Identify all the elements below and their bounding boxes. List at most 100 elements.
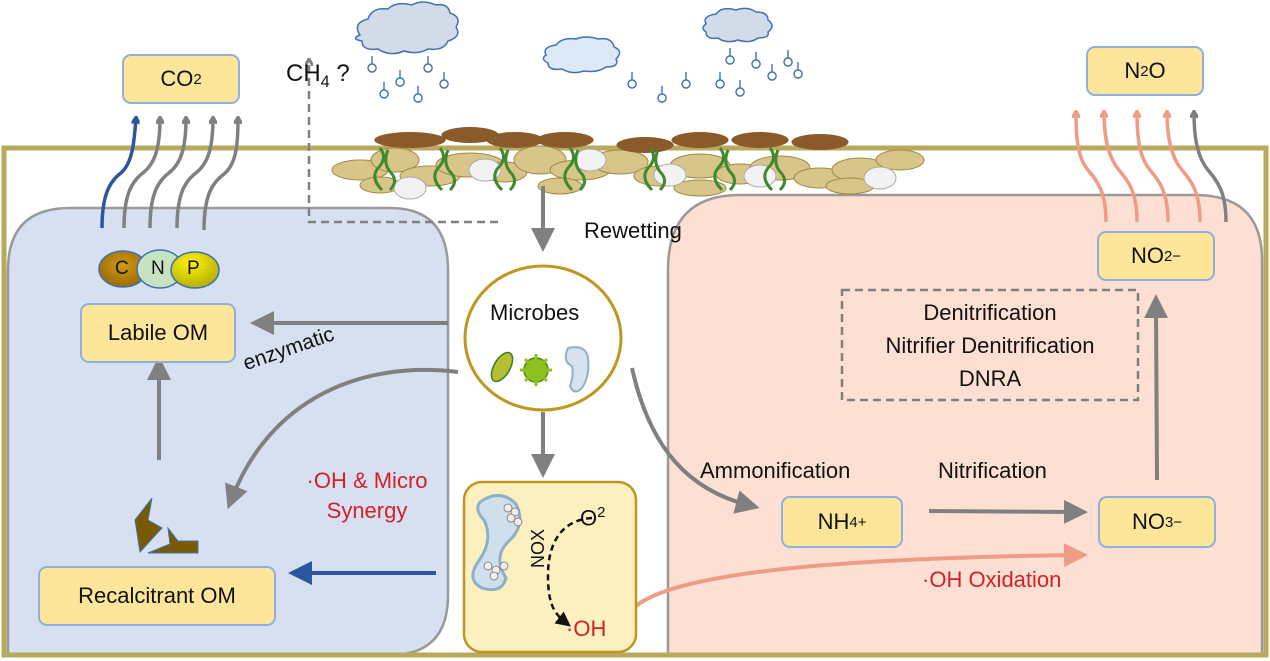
root-hair xyxy=(493,147,517,192)
raindrop xyxy=(627,72,637,89)
arrow-oh-oxidation xyxy=(634,543,1088,608)
nh4-sup: + xyxy=(857,513,867,531)
n2o-arrows-salmon xyxy=(1076,112,1202,223)
arrow-nitrification xyxy=(928,499,1088,524)
organic-litter xyxy=(374,132,446,148)
raindrop xyxy=(735,80,745,97)
co2-label: CO xyxy=(160,66,194,91)
soil-pebble xyxy=(863,166,897,190)
organic-litter xyxy=(791,134,849,150)
organic-litter xyxy=(671,132,729,148)
microbes-circle xyxy=(463,264,623,412)
co2-subscript: 2 xyxy=(193,70,202,88)
cnp-icon xyxy=(98,249,220,289)
synergy-line-2: Synergy xyxy=(326,498,408,523)
rewetting-label: Rewetting xyxy=(584,218,682,243)
ch4-base: CH xyxy=(286,60,321,87)
no2-sub: 2 xyxy=(1163,247,1173,265)
soil-pebble xyxy=(468,158,502,182)
soil-surface-illustration xyxy=(331,127,925,200)
recalcitrant-om-icon xyxy=(134,497,163,554)
raindrop xyxy=(725,48,735,65)
n2o-arrow-gray xyxy=(1194,112,1228,223)
co2-arrow-blue xyxy=(100,118,136,229)
labile-om-label: Labile OM xyxy=(107,320,209,345)
microbes-label: Microbes xyxy=(490,300,580,325)
synergy-line-1: ·OH & Micro xyxy=(306,468,428,493)
oh-oxidation-label: ·OH Oxidation xyxy=(922,567,1062,592)
soil-pebble xyxy=(743,164,777,188)
raindrop xyxy=(367,56,377,73)
ch4-sub: 4 xyxy=(320,72,330,91)
no3-base: NO xyxy=(1131,509,1165,534)
process-denitrification: Denitrification xyxy=(923,300,1057,325)
labile-om-box: Labile OM xyxy=(80,303,236,363)
raindrop xyxy=(423,56,433,73)
n-processes-list: Denitrification Nitrifier Denitrificatio… xyxy=(842,296,1138,395)
raindrop xyxy=(657,86,667,103)
cnp-c-label: C xyxy=(115,258,129,279)
o2-label: O2 xyxy=(580,504,605,531)
soil-particle xyxy=(673,179,727,197)
nox-label: NOX xyxy=(528,528,548,568)
raindrop xyxy=(439,72,449,89)
raindrop xyxy=(395,70,405,87)
raindrop xyxy=(681,72,691,89)
oh-micro-synergy-label: ·OH & Micro Synergy xyxy=(282,466,452,526)
raindrop xyxy=(793,62,803,79)
soil-particle xyxy=(875,149,925,171)
ch4-label: CH4 ? xyxy=(286,60,350,92)
raindrop-icons xyxy=(367,48,803,103)
raindrop xyxy=(767,64,777,81)
arrow-ammonification xyxy=(630,367,760,514)
raindrop xyxy=(379,82,389,99)
cnp-n-label: N xyxy=(151,258,165,279)
o2-base: O xyxy=(580,505,598,531)
co2-arrows-gray xyxy=(122,118,238,231)
arrow-enzymatic xyxy=(225,367,459,510)
no3-sub: 3 xyxy=(1164,513,1174,531)
ammonification-label: Ammonification xyxy=(700,458,851,483)
ch4-question: ? xyxy=(336,60,350,87)
cloud-icon xyxy=(702,7,773,43)
root-hair xyxy=(643,147,667,192)
ch4-dashed-arrow xyxy=(309,60,498,224)
raindrop xyxy=(751,52,761,69)
organic-litter xyxy=(731,132,789,148)
microbe-icons xyxy=(490,346,590,393)
process-nitrifier-denitrification: Nitrifier Denitrification xyxy=(885,333,1095,358)
nitrification-label: Nitrification xyxy=(938,458,1047,483)
soil-pebble xyxy=(393,176,427,200)
organic-litter xyxy=(441,127,499,143)
raindrop xyxy=(413,86,423,103)
recalcitrant-om-box: Recalcitrant OM xyxy=(38,566,276,626)
raindrop xyxy=(715,72,725,89)
root-hair xyxy=(563,147,587,192)
nh4-base: NH xyxy=(817,509,850,534)
raindrop xyxy=(783,50,793,67)
recalcitrant-om-label: Recalcitrant OM xyxy=(78,583,236,608)
soil-pebble xyxy=(653,163,687,187)
cloud-icon xyxy=(542,36,621,74)
cloud-icon xyxy=(354,1,459,55)
root-hair xyxy=(763,147,787,192)
n2o-base: N xyxy=(1124,58,1141,83)
nh4-sub: 4 xyxy=(849,513,858,531)
oh-label: ·OH xyxy=(566,616,607,641)
organic-litter xyxy=(616,137,674,153)
organic-litter xyxy=(486,132,544,148)
arrow-no3-to-no2 xyxy=(1144,294,1169,481)
process-dnra: DNRA xyxy=(958,366,1022,391)
n2o-sub: 2 xyxy=(1140,62,1149,80)
no2-base: NO xyxy=(1130,243,1164,268)
n2o-tail: O xyxy=(1148,58,1166,83)
root-hair xyxy=(433,147,457,192)
cnp-p-label: P xyxy=(187,258,200,279)
root-hair xyxy=(373,147,397,192)
o2-sup: 2 xyxy=(597,504,606,521)
